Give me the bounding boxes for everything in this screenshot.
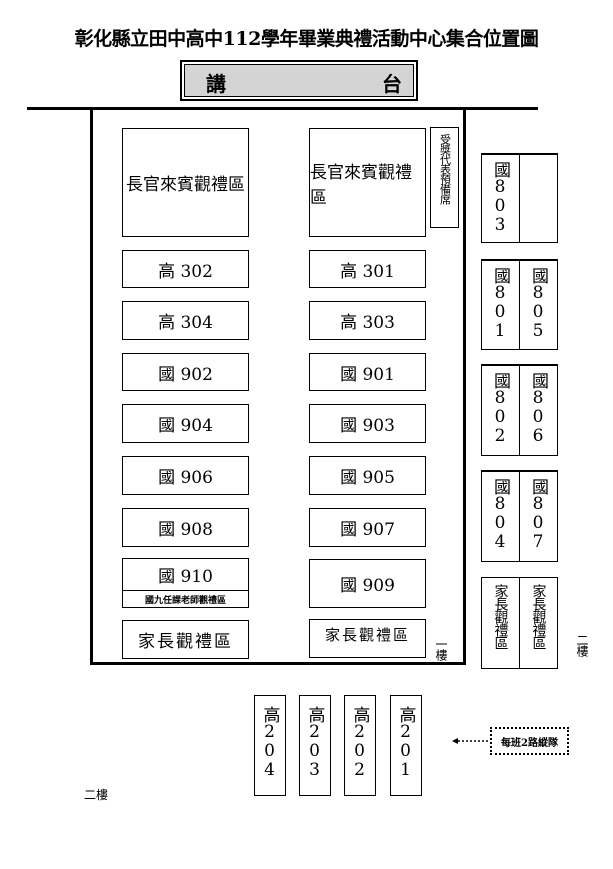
class-box-vertical: 高203 — [299, 695, 331, 796]
class-label: 國803 — [490, 161, 510, 234]
class-box: 國 901 — [309, 353, 426, 391]
floor2-bottom-label: 二樓 — [84, 788, 109, 802]
class-box: 高 304 — [122, 301, 249, 340]
class-label: 國805 — [528, 267, 548, 340]
floor1-label: 一樓 — [434, 638, 448, 660]
podium: 講 台 — [180, 60, 418, 101]
teacher-area: 國九任課老師觀禮區 — [144, 596, 226, 606]
side-pair: 國804 國807 — [481, 470, 558, 562]
class-box: 國 904 — [122, 404, 249, 443]
parent-area-label: 家長觀禮區 — [492, 584, 509, 649]
guest-area-left: 長官來賓觀禮區 — [122, 128, 249, 237]
parent-area-label: 家長觀禮區 — [530, 584, 547, 649]
class-label: 高203 — [304, 706, 325, 779]
map-title: 彰化縣立田中高中112學年畢業典禮活動中心集合位置圖 — [74, 28, 539, 50]
floor2-right-label: 二樓 — [575, 634, 589, 656]
award-seat: 受獎代表預備席 — [430, 127, 459, 228]
hall-outline — [90, 108, 466, 665]
class-box: 國 909 — [309, 559, 426, 608]
class-box: 高 301 — [309, 250, 426, 288]
side-pair: 國801 國805 — [481, 259, 558, 350]
class-box: 高 303 — [309, 301, 426, 340]
parent-area-left: 家長觀禮區 — [122, 620, 249, 659]
stage-line — [27, 107, 538, 110]
side-pair: 國803 — [481, 153, 558, 243]
class-label: 國806 — [528, 372, 548, 445]
class-box: 國 905 — [309, 456, 426, 495]
class-box: 國 908 — [122, 508, 249, 547]
class-910-group: 國 910 國九任課老師觀禮區 — [122, 558, 249, 608]
class-box-vertical: 高201 — [390, 695, 422, 796]
class-label: 國807 — [528, 478, 548, 551]
class-box-vertical: 高202 — [344, 695, 376, 796]
class-label: 高201 — [395, 706, 416, 779]
guest-area-right: 長官來賓觀禮區 — [309, 128, 426, 237]
class-box: 國 907 — [309, 508, 426, 547]
podium-label-right: 台 — [382, 72, 402, 96]
class-label: 國801 — [490, 267, 510, 340]
award-seat-label: 受獎代表預備席 — [438, 134, 452, 204]
class-label: 國802 — [490, 372, 510, 445]
class-box: 國 903 — [309, 404, 426, 443]
class-box: 國 906 — [122, 456, 249, 495]
side-pair: 國802 國806 — [481, 364, 558, 456]
class-box: 國 902 — [122, 353, 249, 391]
arrow-left-icon — [452, 738, 490, 744]
class-label: 國804 — [490, 478, 510, 551]
class-box: 國 910 — [123, 559, 248, 591]
parent-area-right: 家長觀禮區 — [309, 619, 426, 658]
class-label: 高204 — [259, 706, 280, 779]
podium-label-left: 講 — [206, 72, 226, 96]
queue-note: 每班2路縱隊 — [490, 727, 569, 755]
class-box-vertical: 高204 — [254, 695, 286, 796]
side-parent-pair: 家長觀禮區 家長觀禮區 — [481, 577, 558, 669]
class-label: 高202 — [349, 706, 370, 779]
class-box: 高 302 — [122, 250, 249, 288]
